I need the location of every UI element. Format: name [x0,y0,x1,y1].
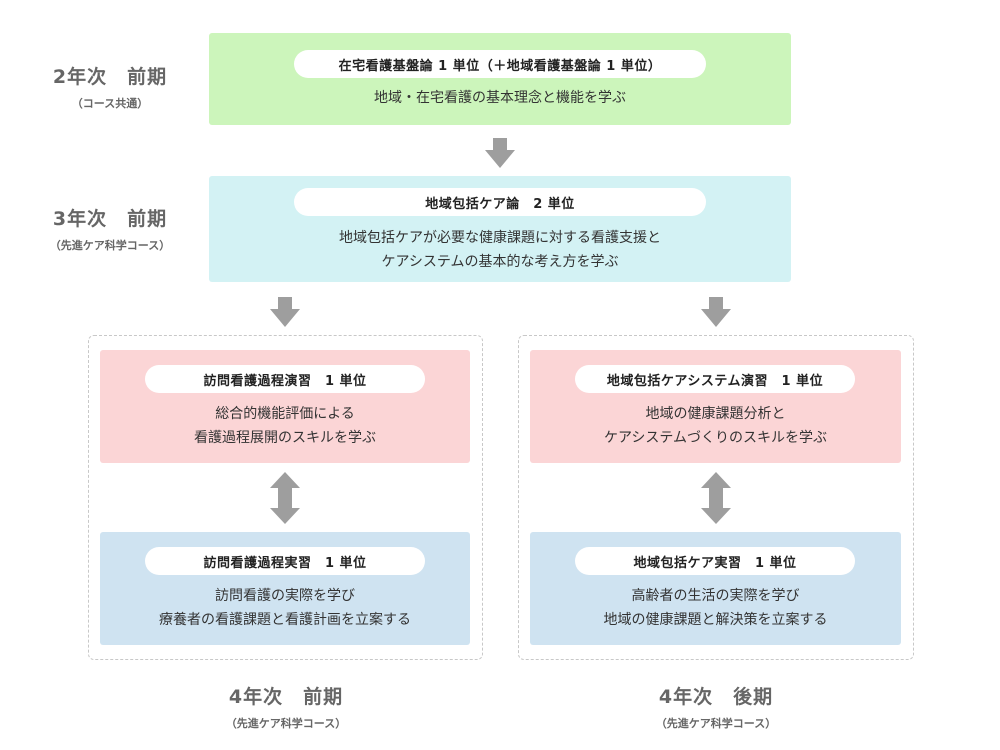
description-line: 高齢者の生活の実際を学び [631,588,800,604]
description-line: 地域・在宅看護の基本理念と機能を学ぶ [374,90,626,106]
course-box-community-care: 地域包括ケア論 2 単位 地域包括ケアが必要な健康課題に対する看護支援と ケアシ… [209,176,791,282]
arrow-down-icon [270,297,300,327]
stage-title: 2年次 前期 [52,66,168,88]
stage-label-year3: 3年次 前期 （先進ケア科学コース） [20,204,200,253]
stage-label-year4-first: 4年次 前期 （先進ケア科学コース） [186,682,386,731]
course-title-pill: 地域包括ケア論 2 単位 [294,188,706,216]
double-arrow-icon [270,472,300,524]
course-title: 訪問看護過程演習 1 単位 [203,373,367,389]
stage-label-year2: 2年次 前期 （コース共通） [20,62,200,111]
stage-label-year4-second: 4年次 後期 （先進ケア科学コース） [616,682,816,731]
course-description: 地域包括ケアが必要な健康課題に対する看護支援と ケアシステムの基本的な考え方を学… [209,226,791,274]
stage-subtitle: （先進ケア科学コース） [49,239,171,252]
course-title: 在宅看護基盤論 1 単位（＋地域看護基盤論 1 単位） [338,58,662,74]
double-arrow-icon [701,472,731,524]
description-line: 地域包括ケアが必要な健康課題に対する看護支援と [339,230,661,246]
stage-title: 3年次 前期 [52,208,168,230]
course-description: 総合的機能評価による 看護過程展開のスキルを学ぶ [100,402,470,450]
course-title-pill: 訪問看護過程実習 1 単位 [145,547,425,575]
course-title: 訪問看護過程実習 1 単位 [203,555,367,571]
arrow-down-icon [701,297,731,327]
description-line: 訪問看護の実際を学び [215,588,355,604]
course-box-visit-nursing-exercise: 訪問看護過程演習 1 単位 総合的機能評価による 看護過程展開のスキルを学ぶ [100,350,470,463]
stage-title: 4年次 後期 [658,686,774,708]
course-title: 地域包括ケア実習 1 単位 [633,555,797,571]
course-group-year4-second [518,335,914,660]
description-line: 地域の健康課題と解決策を立案する [603,612,828,628]
description-line: ケアシステムづくりのスキルを学ぶ [603,430,828,446]
course-title-pill: 訪問看護過程演習 1 単位 [145,365,425,393]
course-title: 地域包括ケアシステム演習 1 単位 [606,373,824,389]
course-description: 地域・在宅看護の基本理念と機能を学ぶ [209,86,791,110]
course-box-home-nursing: 在宅看護基盤論 1 単位（＋地域看護基盤論 1 単位） 地域・在宅看護の基本理念… [209,33,791,125]
course-description: 高齢者の生活の実際を学び 地域の健康課題と解決策を立案する [530,584,901,632]
course-box-care-system-exercise: 地域包括ケアシステム演習 1 単位 地域の健康課題分析と ケアシステムづくりのス… [530,350,901,463]
course-title: 地域包括ケア論 2 単位 [425,196,575,212]
course-group-year4-first [88,335,483,660]
stage-subtitle: （先進ケア科学コース） [225,717,347,730]
course-description: 訪問看護の実際を学び 療養者の看護課題と看護計画を立案する [100,584,470,632]
arrow-down-icon [485,138,515,168]
description-line: 総合的機能評価による [215,406,355,422]
stage-subtitle: （先進ケア科学コース） [655,717,777,730]
course-description: 地域の健康課題分析と ケアシステムづくりのスキルを学ぶ [530,402,901,450]
course-title-pill: 地域包括ケア実習 1 単位 [575,547,855,575]
description-line: ケアシステムの基本的な考え方を学ぶ [381,254,619,270]
description-line: 療養者の看護課題と看護計画を立案する [159,612,411,628]
course-box-visit-nursing-practicum: 訪問看護過程実習 1 単位 訪問看護の実際を学び 療養者の看護課題と看護計画を立… [100,532,470,645]
course-box-community-care-practicum: 地域包括ケア実習 1 単位 高齢者の生活の実際を学び 地域の健康課題と解決策を立… [530,532,901,645]
course-title-pill: 在宅看護基盤論 1 単位（＋地域看護基盤論 1 単位） [294,50,706,78]
description-line: 地域の健康課題分析と [645,406,786,422]
stage-subtitle: （コース共通） [71,97,149,110]
description-line: 看護過程展開のスキルを学ぶ [194,430,376,446]
course-title-pill: 地域包括ケアシステム演習 1 単位 [575,365,855,393]
stage-title: 4年次 前期 [228,686,344,708]
